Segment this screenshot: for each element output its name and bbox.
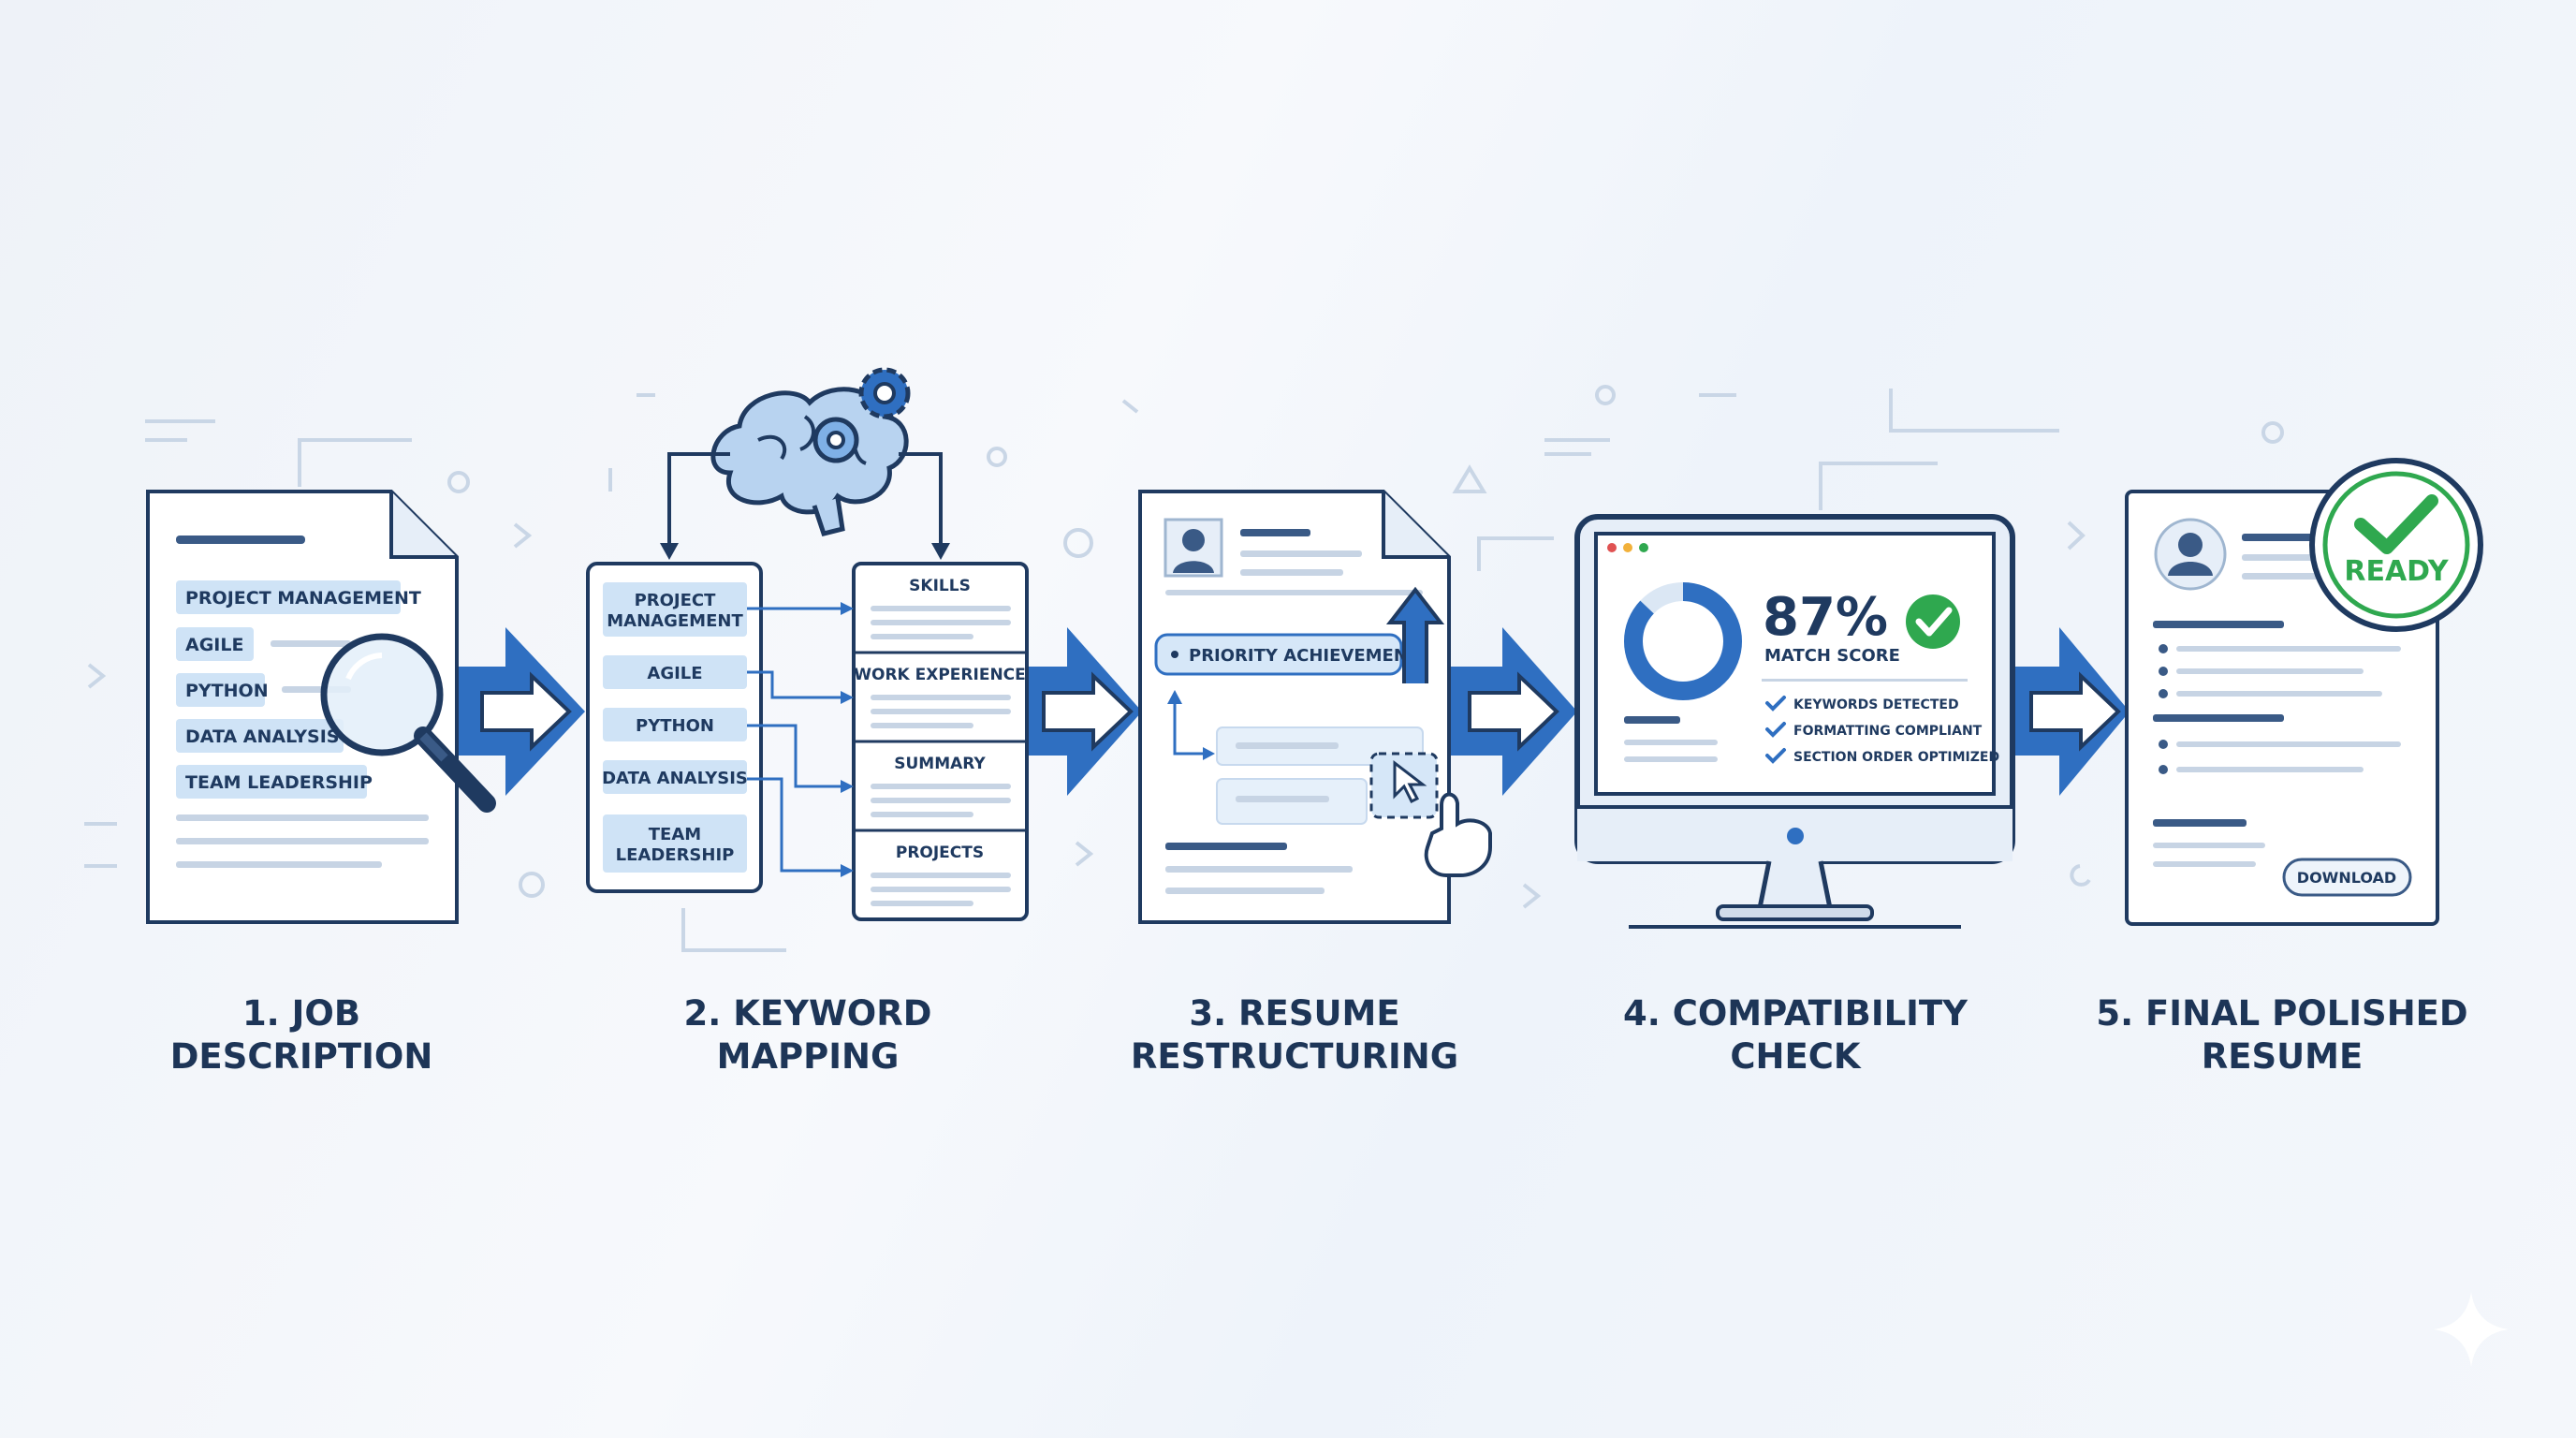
mapping-keyword-label: AGILE — [647, 664, 702, 683]
compat-check-label: SECTION ORDER OPTIMIZED — [1793, 750, 1999, 765]
text-line — [871, 887, 1011, 892]
power-button-icon — [1787, 828, 1804, 844]
mapping-keyword-tag — [603, 655, 747, 689]
download-button[interactable] — [2282, 858, 2412, 897]
job-keyword-label: PYTHON — [185, 681, 269, 701]
match-score-value: 87% — [1763, 587, 1888, 648]
mapping-section-label: PROJECTS — [896, 844, 984, 862]
flow-arrow-1-2 — [449, 627, 585, 796]
flow-arrow-4-5 — [2012, 627, 2130, 796]
job-keyword-label: AGILE — [185, 635, 243, 655]
text-line — [871, 606, 1011, 611]
mapping-keyword-tag — [603, 708, 747, 741]
compat-check-label: KEYWORDS DETECTED — [1793, 697, 1959, 712]
checkmark-icon — [1765, 696, 1786, 712]
mapping-keyword-tag — [603, 760, 747, 794]
brain-gear-icon — [710, 367, 911, 536]
job-keyword-label: PROJECT MANAGEMENT — [185, 588, 421, 609]
job-keyword-label: TEAM LEADERSHIP — [185, 772, 373, 793]
checkmark-icon — [1765, 748, 1786, 764]
step-4-caption: 4. COMPATIBILITY CHECK — [1623, 993, 1968, 1077]
mapping-section-label: WORK EXPERIENCE — [854, 666, 1026, 684]
text-line — [871, 812, 973, 817]
final-resume-document: DOWNLOAD READY — [2125, 458, 2483, 926]
step-2-caption: 2. KEYWORD MAPPING — [683, 993, 932, 1077]
step-5-caption: 5. FINAL POLISHED RESUME — [2096, 993, 2468, 1077]
arrow-right-icon — [480, 671, 572, 752]
text-line — [871, 901, 973, 906]
mapping-section-label: SUMMARY — [894, 755, 986, 773]
hand-pointer-icon — [1424, 792, 1492, 877]
match-score-label: MATCH SCORE — [1764, 646, 1900, 666]
mapping-keyword-label: PYTHON — [636, 716, 714, 736]
job-keyword-tag — [176, 673, 265, 707]
arrow-right-icon — [1042, 671, 1134, 752]
ready-badge: READY — [2309, 458, 2483, 632]
arrow-right-icon — [1468, 671, 1559, 752]
check-circle-icon — [1906, 594, 1960, 649]
check-icon — [2354, 494, 2438, 554]
mapping-connectors — [747, 607, 842, 873]
download-button-label: DOWNLOAD — [2297, 869, 2396, 887]
priority-achievement-label: PRIORITY ACHIEVEMENT — [1189, 646, 1420, 666]
text-line — [871, 798, 1011, 803]
job-keyword-tag — [176, 765, 367, 799]
flow-arrow-3-4 — [1451, 627, 1577, 796]
mapping-keyword-tag — [603, 582, 747, 637]
job-keyword-tag — [176, 627, 254, 661]
ready-badge-label: READY — [2344, 555, 2450, 588]
arrow-up-icon — [1385, 586, 1445, 683]
step-3-caption: 3. RESUME RESTRUCTURING — [1130, 993, 1459, 1077]
text-line — [871, 873, 1011, 878]
text-line — [871, 784, 1011, 789]
sparkle-icon — [2434, 1292, 2509, 1367]
flow-arrow-2-3 — [1020, 627, 1142, 796]
compat-check-label: FORMATTING COMPLIANT — [1793, 724, 1983, 739]
arrow-right-icon — [2029, 671, 2121, 752]
text-line — [871, 634, 973, 639]
resume-restructuring: PRIORITY ACHIEVEMENT — [1138, 490, 1492, 924]
flow-arrows — [449, 627, 2130, 796]
text-line — [271, 640, 351, 647]
magnifier-icon — [320, 633, 496, 813]
text-line — [871, 709, 1011, 714]
job-keyword-label: DATA ANALYSIS — [185, 726, 339, 747]
cursor-icon — [1393, 759, 1427, 804]
compatibility-monitor: 87% MATCH SCORE KEYWORDS DETECTED FORMATT… — [1574, 514, 2015, 929]
mapping-keyword-tag — [603, 814, 747, 873]
mapping-section-label: SKILLS — [909, 577, 971, 595]
job-description-document: PROJECT MANAGEMENT AGILE PYTHON DATA ANALYS… — [146, 490, 496, 924]
text-line — [871, 620, 1011, 625]
mapping-keyword-label: DATA ANALYSIS — [602, 769, 748, 788]
job-keyword-tag — [176, 580, 401, 614]
job-keyword-tag — [176, 719, 344, 753]
score-donut-fill — [1624, 582, 1742, 700]
text-line — [871, 695, 1011, 700]
text-line — [871, 723, 973, 728]
checkmark-icon — [1765, 722, 1786, 738]
step-1-caption: 1. JOB DESCRIPTION — [169, 993, 433, 1077]
priority-achievement-tag — [1154, 633, 1403, 676]
